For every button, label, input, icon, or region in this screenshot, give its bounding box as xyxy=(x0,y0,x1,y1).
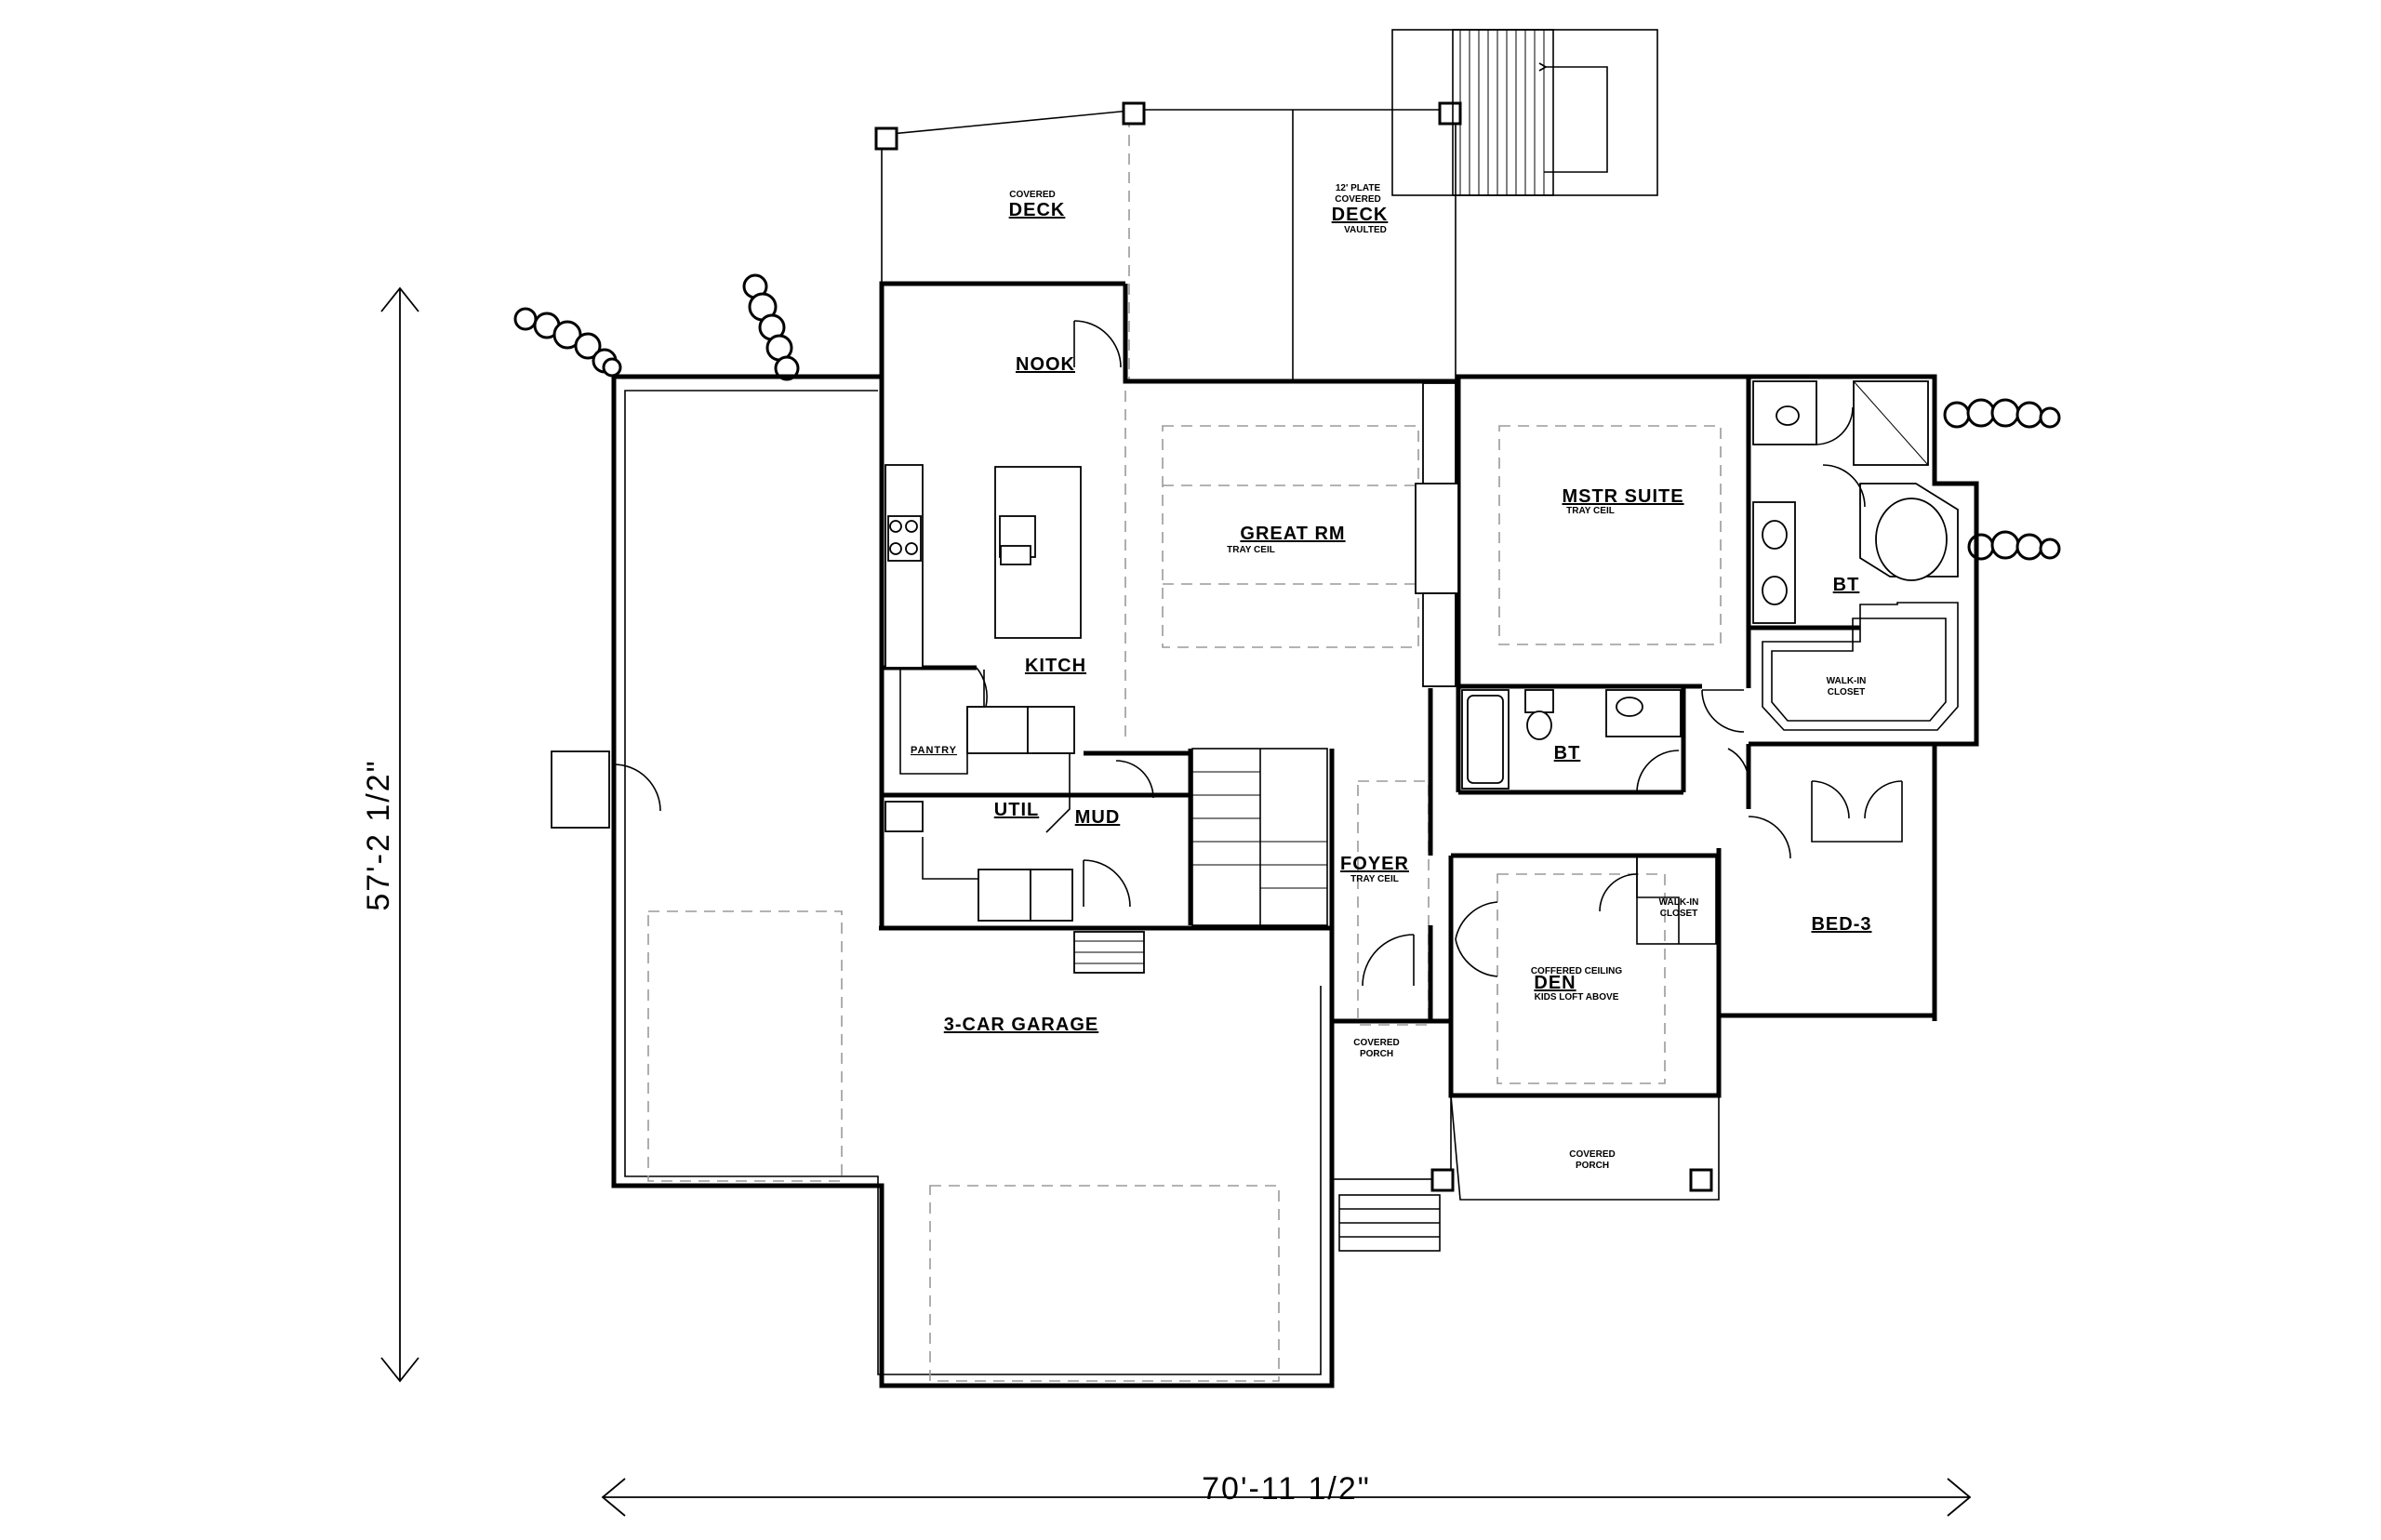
foyer-ceiling: TRAY CEIL xyxy=(1350,874,1399,884)
master-bath-label: BT xyxy=(1833,575,1860,595)
pantry-label: PANTRY xyxy=(911,745,957,756)
shrub-right-2 xyxy=(1967,530,2061,561)
deck-stairs xyxy=(1391,29,1658,196)
porch-large-line1: COVERED xyxy=(1569,1149,1615,1160)
den-loft: KIDS LOFT ABOVE xyxy=(1535,992,1619,1002)
den-closet-line1: WALK-IN xyxy=(1659,897,1699,908)
kitchen-label: KITCH xyxy=(1025,656,1086,676)
pantry-util-mud: PANTRY UTIL MUD xyxy=(882,668,1193,974)
deck-post xyxy=(1438,101,1462,126)
dimension-vertical: 57'-2 1/2" xyxy=(361,286,419,1383)
deck-post xyxy=(874,126,898,151)
great-room: GREAT RM TRAY CEIL xyxy=(1162,382,1459,687)
porch-small-line1: COVERED xyxy=(1353,1038,1399,1048)
den-label: DEN xyxy=(1534,973,1576,993)
foyer-label: FOYER xyxy=(1340,854,1409,874)
second-bath: BT xyxy=(1456,686,1686,795)
master-closet-line2: CLOSET xyxy=(1828,687,1866,697)
deck-left-top: COVERED xyxy=(1009,190,1055,200)
bedroom-3: BED-3 xyxy=(1716,780,1903,1016)
den: WALK-IN CLOSET COFFERED CEILING DEN KIDS… xyxy=(1448,853,1719,1084)
den-coffered: COFFERED CEILING xyxy=(1531,966,1623,976)
dimension-width-label: 70'-11 1/2" xyxy=(1202,1471,1371,1507)
deck-right-sub: VAULTED xyxy=(1344,225,1387,235)
front-porch: COVERED PORCH COVERED PORCH xyxy=(1331,1020,1720,1252)
porch-post xyxy=(1430,1168,1455,1192)
bath2-label: BT xyxy=(1554,743,1581,763)
bed3-label: BED-3 xyxy=(1811,914,1871,935)
master-closet-line1: WALK-IN xyxy=(1827,676,1867,686)
mud-label: MUD xyxy=(1075,807,1121,828)
dimension-horizontal: 70'-11 1/2" xyxy=(601,1471,1972,1517)
porch-steps xyxy=(1338,1194,1441,1252)
porch-post xyxy=(1689,1168,1713,1192)
great-room-ceiling: TRAY CEIL xyxy=(1227,545,1275,555)
shrub-right xyxy=(1943,398,2061,429)
great-room-label: GREAT RM xyxy=(1240,524,1345,544)
exterior-walls xyxy=(611,281,1979,1388)
dimension-depth-label: 57'-2 1/2" xyxy=(361,759,396,910)
deck-right-label: DECK xyxy=(1332,205,1389,225)
porch-small-line2: PORCH xyxy=(1360,1049,1393,1059)
util-label: UTIL xyxy=(994,800,1039,820)
interior-stairs xyxy=(1191,748,1335,930)
deck-post xyxy=(1122,101,1146,126)
garage-label: 3-CAR GARAGE xyxy=(944,1015,1098,1035)
hallway xyxy=(1701,689,1935,809)
porch-large-line2: PORCH xyxy=(1576,1161,1609,1171)
rear-covered-deck xyxy=(874,101,1462,381)
deck-right-top2: COVERED xyxy=(1335,194,1380,205)
foyer: FOYER TRAY CEIL xyxy=(1340,688,1433,1026)
master-suite-label: MSTR SUITE xyxy=(1562,486,1683,507)
deck-right-top1: 12' PLATE xyxy=(1336,183,1381,193)
den-closet-line2: CLOSET xyxy=(1660,909,1698,919)
master-suite: MSTR SUITE TRAY CEIL BT WALK-IN CLOSET xyxy=(1458,377,1959,731)
nook-label: NOOK xyxy=(1016,354,1075,375)
kitchen-area: NOOK KITCH xyxy=(882,320,1126,754)
garage: 3-CAR GARAGE xyxy=(551,744,1280,1382)
deck-left-label: DECK xyxy=(1009,200,1066,220)
master-suite-ceiling: TRAY CEIL xyxy=(1566,506,1615,516)
deck-labels: COVERED DECK 12' PLATE COVERED DECK VAUL… xyxy=(1009,183,1389,235)
shrub-left-2 xyxy=(742,273,800,381)
shrub-left xyxy=(513,307,622,378)
